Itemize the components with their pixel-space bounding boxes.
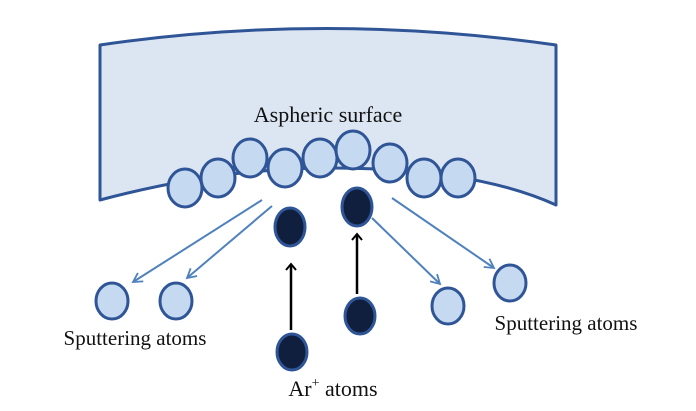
surface-atom: [371, 142, 409, 184]
ar-ion-symbol: Ar: [288, 376, 312, 401]
surface-atom: [231, 137, 269, 179]
ar-ion-charge: +: [312, 376, 320, 391]
surface-atom: [166, 167, 204, 209]
sputtered-atom-right-2: [492, 263, 528, 303]
aspheric-surface-label: Aspheric surface: [254, 102, 402, 127]
surface-atom: [301, 137, 339, 179]
sputtered-atom-right-1: [430, 286, 466, 326]
surface-atoms: [166, 129, 477, 209]
sputtering-atoms-label-left: Sputtering atoms: [64, 326, 207, 350]
ion-atom-lower-right: [343, 296, 377, 336]
sputtered-atom-left-2: [158, 281, 194, 321]
sputter-arrow-right-inner: [371, 217, 442, 286]
ar-ion-suffix: atoms: [320, 376, 378, 401]
ion-atom-lower-left: [275, 332, 309, 372]
ion-atoms: [273, 186, 377, 372]
ion-arrows: [285, 232, 363, 330]
surface-atom: [405, 157, 443, 199]
sputter-arrow-right-outer: [391, 197, 496, 270]
sputtered-atoms: [94, 263, 528, 326]
sputter-arrows: [131, 197, 496, 286]
sputter-arrow-left-inner: [185, 205, 273, 280]
surface-atom: [266, 147, 304, 189]
sputter-arrow-left-outer: [131, 199, 263, 283]
sputtered-atom-left-1: [94, 281, 130, 321]
ar-ion-atoms-label: Ar+ atoms: [288, 376, 377, 401]
ion-atom-upper-left: [273, 206, 307, 248]
surface-atom: [334, 129, 372, 171]
surface-atom: [199, 157, 237, 199]
sputtering-atoms-label-right: Sputtering atoms: [495, 311, 638, 335]
surface-atom: [439, 157, 477, 199]
ion-atom-upper-right: [340, 186, 374, 228]
